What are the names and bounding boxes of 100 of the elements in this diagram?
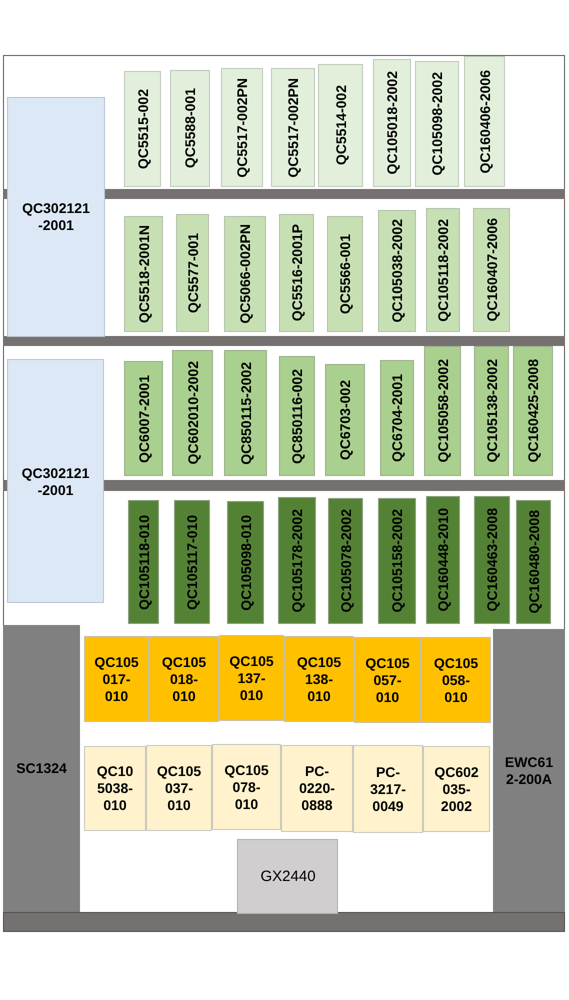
part-number: QC105098-010 bbox=[238, 514, 252, 610]
storage-box bbox=[516, 500, 551, 624]
part-number: QC10 5038- 010 bbox=[96, 763, 134, 814]
storage-box bbox=[146, 745, 212, 831]
part-number: QC602 035- 2002 bbox=[433, 764, 480, 814]
storage-box bbox=[221, 68, 263, 187]
storage-box bbox=[378, 210, 416, 332]
storage-box bbox=[380, 360, 414, 476]
part-number: QC105098-2002 bbox=[430, 72, 444, 176]
part-number: QC105 058- 010 bbox=[432, 654, 480, 706]
part-number: QC6704-2001 bbox=[390, 374, 404, 462]
storage-box bbox=[84, 636, 149, 722]
storage-box bbox=[353, 745, 423, 833]
cabinet bbox=[3, 625, 80, 912]
part-number: QC105 017- 010 bbox=[93, 654, 140, 704]
storage-box bbox=[124, 71, 161, 187]
storage-box bbox=[128, 500, 159, 624]
part-number: QC105038-2002 bbox=[390, 219, 404, 323]
storage-box bbox=[474, 346, 509, 476]
part-number: QC160425-2008 bbox=[526, 359, 540, 463]
part-number: QC105 057- 010 bbox=[364, 654, 411, 706]
part-number: QC105018-2002 bbox=[385, 71, 399, 175]
storage-box bbox=[354, 637, 421, 723]
storage-box bbox=[212, 744, 281, 830]
storage-box bbox=[124, 361, 163, 476]
part-number: QC602010-2002 bbox=[186, 361, 200, 465]
part-number: QC5514-002 bbox=[334, 85, 348, 166]
storage-box bbox=[124, 216, 163, 332]
storage-box bbox=[318, 64, 363, 187]
part-number: QC850115-2002 bbox=[238, 362, 252, 464]
storage-box bbox=[227, 501, 264, 624]
part-number: QC105118-010 bbox=[136, 514, 150, 610]
storage-box bbox=[423, 746, 490, 832]
part-number: QC105 078- 010 bbox=[223, 762, 270, 812]
storage-box bbox=[426, 208, 460, 332]
part-number: QC105138-2002 bbox=[484, 359, 498, 463]
storage-box bbox=[271, 68, 315, 187]
part-number: QC105058-2002 bbox=[436, 359, 450, 463]
part-number: QC105 137- 010 bbox=[228, 652, 275, 704]
part-number: QC105 037- 010 bbox=[156, 762, 202, 814]
part-number: QC5588-001 bbox=[183, 88, 197, 169]
part-number: EWC61 2-200A bbox=[504, 754, 554, 788]
part-number: QC850116-002 bbox=[290, 368, 304, 464]
part-number: QC5517-002PN bbox=[235, 78, 249, 178]
storage-box bbox=[224, 350, 267, 476]
storage-box bbox=[149, 636, 219, 722]
storage-box bbox=[464, 56, 505, 187]
storage-box bbox=[415, 61, 459, 187]
storage-box bbox=[172, 350, 213, 476]
part-number: QC160480-2008 bbox=[526, 510, 540, 614]
part-number: QC160463-2008 bbox=[485, 508, 499, 612]
storage-box bbox=[224, 216, 266, 332]
storage-box bbox=[174, 500, 210, 624]
part-number: QC105178-2002 bbox=[290, 508, 304, 612]
storage-box bbox=[170, 70, 210, 187]
part-number: QC105 018- 010 bbox=[160, 654, 208, 704]
part-number: QC6703-002 bbox=[338, 380, 352, 460]
storage-box bbox=[424, 346, 461, 476]
part-number: PC- 0220- 0888 bbox=[298, 763, 336, 814]
part-number: QC105 138- 010 bbox=[296, 654, 342, 704]
part-number: PC- 3217- 0049 bbox=[369, 764, 407, 814]
storage-box bbox=[325, 364, 365, 476]
part-number: GX2440 bbox=[260, 868, 314, 885]
storage-box bbox=[284, 636, 354, 722]
storage-box bbox=[426, 496, 460, 624]
part-number: QC105118-2002 bbox=[436, 218, 450, 322]
part-number: QC160407-2006 bbox=[484, 218, 498, 322]
part-number: QC5517-002PN bbox=[286, 78, 300, 178]
part-number: QC6007-2001 bbox=[136, 374, 150, 462]
storage-box bbox=[473, 208, 510, 332]
storage-box bbox=[219, 635, 284, 721]
part-number: QC105158-2002 bbox=[390, 509, 404, 613]
storage-box bbox=[279, 214, 314, 332]
part-number: QC105117-010 bbox=[185, 514, 199, 610]
storage-box bbox=[474, 496, 510, 624]
part-number: QC160448-2010 bbox=[436, 508, 450, 612]
storage-box bbox=[327, 216, 363, 332]
storage-box bbox=[328, 498, 363, 624]
cabinet bbox=[493, 629, 565, 912]
storage-box bbox=[373, 59, 411, 187]
storage-box bbox=[378, 498, 416, 624]
equipment-block bbox=[237, 839, 338, 914]
part-number: QC5566-001 bbox=[338, 234, 352, 314]
part-number: QC5066-002PN bbox=[238, 224, 252, 324]
part-number: QC5515-002 bbox=[136, 88, 150, 170]
part-number: QC160406-2006 bbox=[478, 70, 492, 174]
storage-box bbox=[513, 346, 553, 476]
rack-block bbox=[7, 359, 104, 603]
part-number: QC302121 -2001 bbox=[20, 465, 90, 499]
part-number: QC302121 -2001 bbox=[21, 200, 91, 234]
rack-block bbox=[7, 97, 105, 337]
part-number: QC5516-2001P bbox=[290, 224, 304, 322]
part-number: SC1324 bbox=[16, 760, 67, 777]
storage-box bbox=[176, 214, 209, 332]
storage-box bbox=[278, 497, 316, 624]
part-number: QC5518-2001N bbox=[136, 224, 150, 324]
part-number: QC5577-001 bbox=[186, 232, 200, 314]
storage-box bbox=[421, 637, 491, 723]
storage-box bbox=[84, 746, 146, 831]
storage-box bbox=[281, 745, 353, 832]
